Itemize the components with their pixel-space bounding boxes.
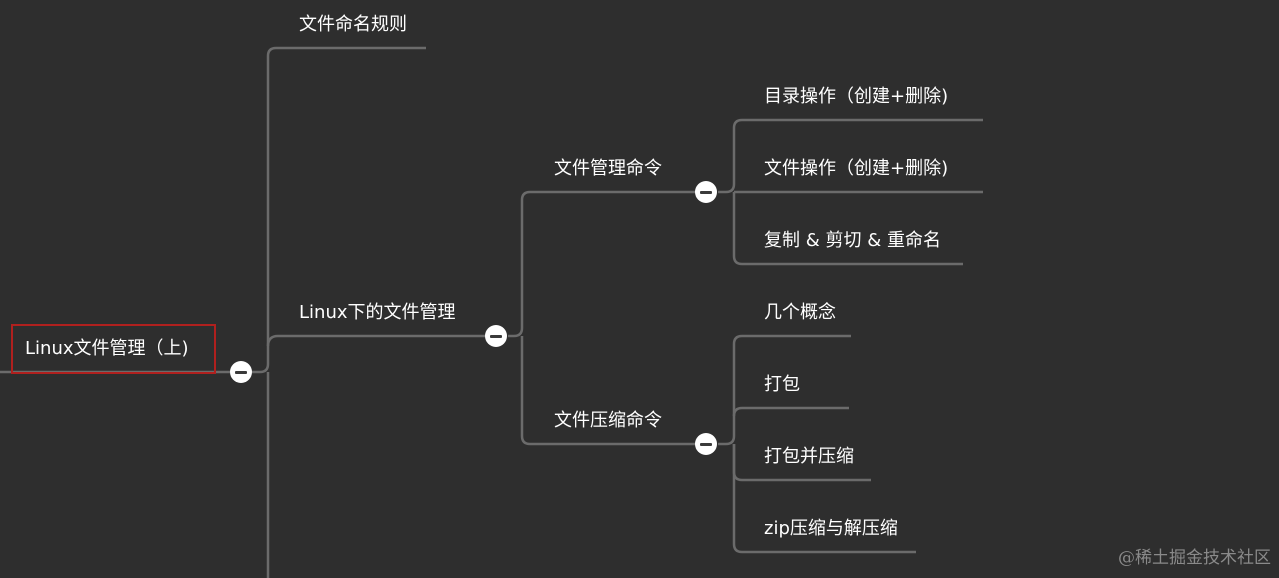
level3-comp-connector-1 xyxy=(718,334,851,446)
node-zip-compress-decompress[interactable]: zip压缩与解压缩 xyxy=(764,518,898,539)
level1-connector-mid xyxy=(266,334,486,347)
collapse-file-compression-commands-icon[interactable] xyxy=(695,433,717,455)
root-node-label: Linux文件管理（上) xyxy=(25,338,189,359)
node-file-operations[interactable]: 文件操作（创建+删除) xyxy=(764,158,949,179)
node-package-and-compress[interactable]: 打包并压缩 xyxy=(764,446,854,467)
level2-connector-bottom xyxy=(520,336,696,446)
level2-connector-top xyxy=(508,190,696,338)
node-concepts[interactable]: 几个概念 xyxy=(764,302,836,323)
root-node-box[interactable] xyxy=(11,324,216,374)
node-packaging[interactable]: 打包 xyxy=(764,374,800,395)
node-file-compression-commands[interactable]: 文件压缩命令 xyxy=(554,410,662,431)
collapse-file-management-commands-icon[interactable] xyxy=(695,181,717,203)
level1-connector-top xyxy=(252,46,426,374)
node-copy-cut-rename[interactable]: 复制 & 剪切 & 重命名 xyxy=(764,230,941,251)
node-file-management-commands[interactable]: 文件管理命令 xyxy=(554,158,662,179)
level3-comp-connector-4 xyxy=(732,444,916,554)
collapse-linux-file-management-icon[interactable] xyxy=(485,325,507,347)
level3-comp-connector-2 xyxy=(732,406,849,417)
node-directory-operations[interactable]: 目录操作（创建+删除) xyxy=(764,86,949,107)
node-file-naming-rules[interactable]: 文件命名规则 xyxy=(299,14,407,35)
node-linux-file-management[interactable]: Linux下的文件管理 xyxy=(299,302,456,323)
watermark-text: @稀土掘金技术社区 xyxy=(1118,548,1271,568)
collapse-root-icon[interactable] xyxy=(230,361,252,383)
level3-mgmt-connector-1 xyxy=(718,118,983,194)
level3-mgmt-connector-3 xyxy=(732,192,963,266)
